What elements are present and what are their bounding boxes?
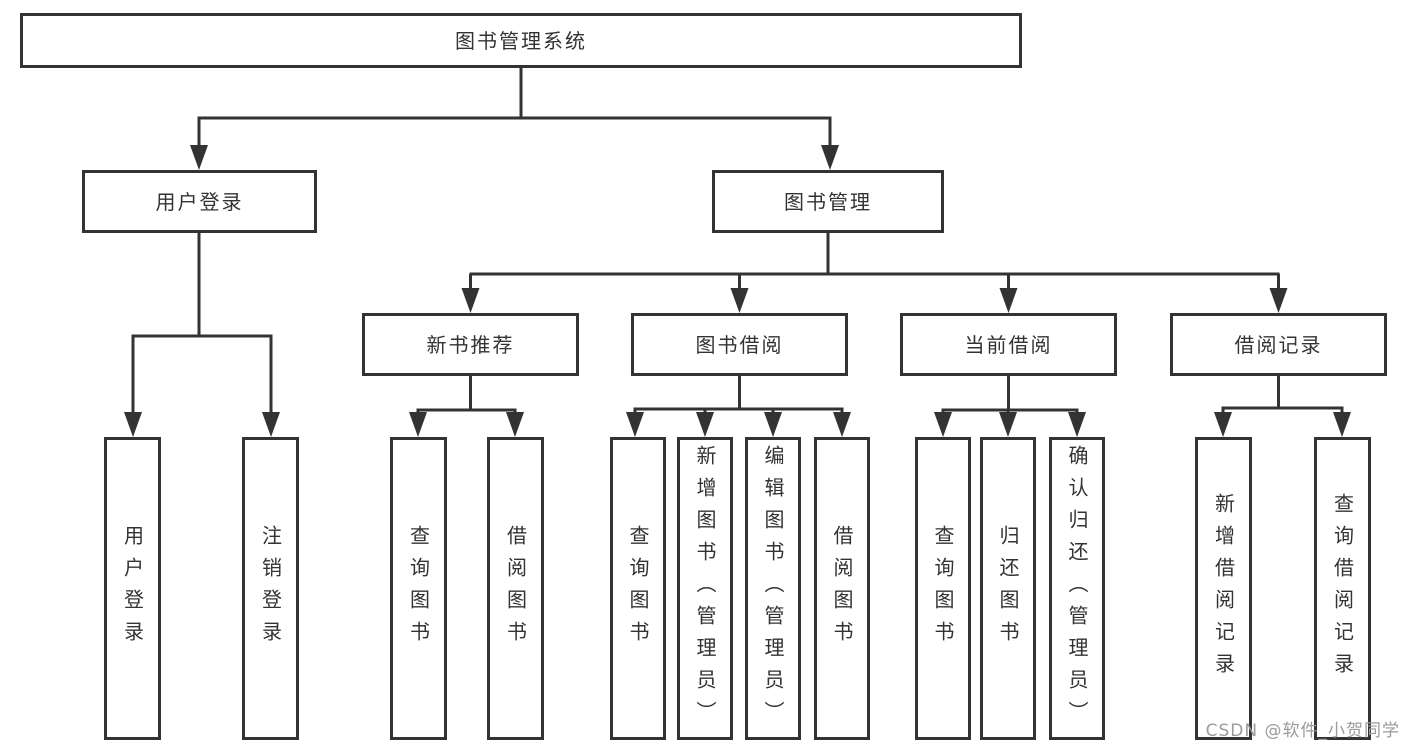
node-root: 图书管理系统 (20, 13, 1022, 68)
node-user-login-label: 用户登录 (155, 189, 244, 214)
leaf-borrow-query-books: 查询图书 (610, 437, 666, 740)
node-user-login: 用户登录 (82, 170, 317, 233)
node-book-management: 图书管理 (712, 170, 944, 233)
leaf-logout: 注销登录 (242, 437, 299, 740)
node-borrow-records-label: 借阅记录 (1234, 332, 1323, 357)
leaf-current-query-books-label: 查询图书 (931, 524, 955, 653)
leaf-borrow-query-books-label: 查询图书 (626, 524, 650, 653)
leaf-records-query-record: 查询借阅记录 (1314, 437, 1371, 740)
leaf-borrow-borrow-books: 借阅图书 (814, 437, 870, 740)
watermark-text: CSDN @软件_小贺同学 (1205, 721, 1400, 741)
node-book-management-label: 图书管理 (784, 189, 872, 214)
leaf-current-return-books-label: 归还图书 (996, 524, 1020, 653)
leaf-recommend-query-books: 查询图书 (390, 437, 447, 740)
node-borrow-records: 借阅记录 (1170, 313, 1387, 376)
node-current-borrow: 当前借阅 (900, 313, 1117, 376)
node-book-borrow: 图书借阅 (631, 313, 848, 376)
leaf-borrow-add-books-admin: 新增图书（管理员） (677, 437, 733, 740)
leaf-records-query-record-label: 查询借阅记录 (1330, 492, 1355, 685)
node-new-book-recommend: 新书推荐 (362, 313, 579, 376)
leaf-current-confirm-return-admin: 确认归还（管理员） (1049, 437, 1105, 740)
leaf-recommend-query-books-label: 查询图书 (406, 524, 431, 653)
leaf-borrow-edit-books-admin-label: 编辑图书（管理员） (761, 444, 785, 733)
leaf-borrow-edit-books-admin: 编辑图书（管理员） (745, 437, 801, 740)
leaf-recommend-borrow-books-label: 借阅图书 (503, 524, 528, 653)
leaf-user-login-label: 用户登录 (120, 524, 145, 653)
leaf-user-login: 用户登录 (104, 437, 161, 740)
leaf-borrow-add-books-admin-label: 新增图书（管理员） (693, 444, 717, 733)
leaf-records-add-record: 新增借阅记录 (1195, 437, 1252, 740)
node-root-label: 图书管理系统 (455, 28, 587, 53)
node-new-book-recommend-label: 新书推荐 (426, 332, 515, 357)
node-current-borrow-label: 当前借阅 (964, 332, 1053, 357)
leaf-recommend-borrow-books: 借阅图书 (487, 437, 544, 740)
leaf-current-query-books: 查询图书 (915, 437, 971, 740)
leaf-current-return-books: 归还图书 (980, 437, 1036, 740)
leaf-borrow-borrow-books-label: 借阅图书 (830, 524, 854, 653)
leaf-logout-label: 注销登录 (258, 524, 283, 653)
leaf-current-confirm-return-admin-label: 确认归还（管理员） (1065, 444, 1089, 733)
node-book-borrow-label: 图书借阅 (695, 332, 784, 357)
leaf-records-add-record-label: 新增借阅记录 (1211, 492, 1236, 685)
